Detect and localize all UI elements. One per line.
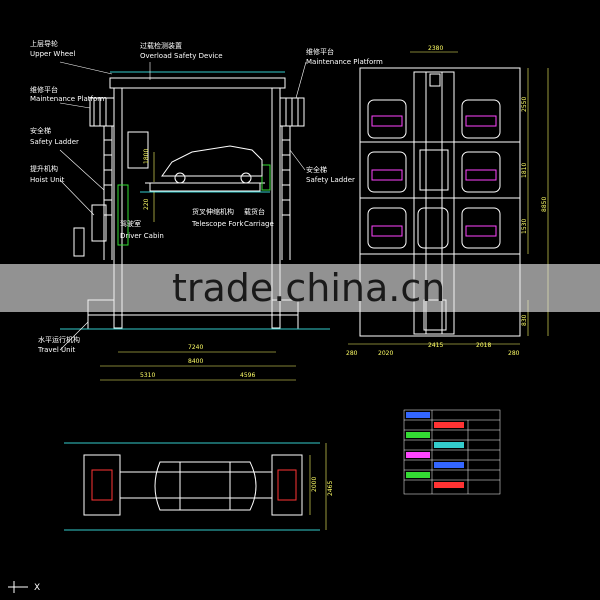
label-ladder-left-cn: 安全梯 <box>30 126 51 135</box>
dim-plan-h2: 2465 <box>327 481 334 496</box>
label-carriage-cn: 载货台 <box>244 207 265 216</box>
dim-front-v2: 220 <box>143 198 150 210</box>
label-maint-left-cn: 维修平台 <box>30 85 58 94</box>
dim-side-b2: 2020 <box>378 350 393 357</box>
dim-plan-h1: 2000 <box>311 477 318 492</box>
watermark-band: trade.china.cn <box>0 264 600 312</box>
right-guide <box>261 164 271 191</box>
plan-right-end <box>271 454 303 516</box>
dim-side-h2: 1810 <box>521 163 528 178</box>
label-hoist-cn: 提升机构 <box>30 164 58 173</box>
label-travel-en: Travel Unit <box>37 346 76 354</box>
label-fork-cn: 货叉伸缩机构 <box>192 207 234 216</box>
dim-front-left: 5310 <box>140 372 155 379</box>
dim-side-total: 8850 <box>541 197 548 212</box>
front-labels: 上层导轮 Upper Wheel 过载检测装置 Overload Safety … <box>30 39 383 354</box>
rack-frame <box>359 67 521 337</box>
spec-table <box>403 409 501 495</box>
watermark-text: trade.china.cn <box>172 266 446 310</box>
left-maintenance-platform <box>89 97 115 127</box>
right-safety-ladder <box>281 126 291 260</box>
label-ladder-left-en: Safety Ladder <box>30 138 79 146</box>
label-overload-en: Overload Safety Device <box>140 52 223 60</box>
label-hoist-en: Hoist Unit <box>30 176 65 184</box>
driver-cabin <box>117 184 129 246</box>
plan-right-wheel <box>277 469 297 501</box>
label-overload-cn: 过载检测装置 <box>140 41 182 50</box>
label-maint-left-en: Maintenance Platform <box>30 95 107 103</box>
plan-view <box>64 442 320 531</box>
top-trolley <box>429 73 441 87</box>
plan-dimensions <box>309 443 327 530</box>
dim-side-b1: 280 <box>346 350 358 357</box>
label-maint-right-cn: 维修平台 <box>306 47 334 56</box>
plan-beam <box>119 471 273 499</box>
label-upper-wheel-cn: 上层导轮 <box>30 39 58 48</box>
car-silhouette <box>161 145 263 177</box>
label-maint-right-en: Maintenance Platform <box>306 58 383 66</box>
hoist-unit <box>91 204 107 242</box>
top-beam <box>109 77 286 89</box>
overload-device-box <box>127 131 149 169</box>
left-mast <box>113 87 123 329</box>
dim-side-top: 2380 <box>428 45 443 52</box>
dim-front-v1: 1800 <box>143 149 150 164</box>
label-travel-cn: 水平运行机构 <box>38 335 80 344</box>
hoist-motor <box>73 227 85 257</box>
front-dimensions <box>100 152 296 381</box>
travel-unit-beam <box>87 314 299 330</box>
plan-left-end <box>83 454 121 516</box>
label-cabin-cn: 驾驶室 <box>120 219 141 228</box>
dim-front-inner: 7240 <box>188 344 203 351</box>
right-mast <box>271 87 281 329</box>
plan-car <box>154 461 257 511</box>
center-aisle <box>413 71 455 335</box>
leader-lines <box>59 61 307 351</box>
label-upper-wheel-en: Upper Wheel <box>30 50 75 58</box>
dim-side-h4: 830 <box>521 314 528 326</box>
front-elevation <box>60 71 330 330</box>
axis-indicator <box>8 581 28 593</box>
plan-left-wheel <box>91 469 113 501</box>
rack-cars <box>367 99 501 249</box>
dim-front-right: 4596 <box>240 372 255 379</box>
dim-front-total: 8400 <box>188 358 203 365</box>
label-cabin-en: Driver Cabin <box>120 232 164 240</box>
dim-side-b4: 2018 <box>476 342 491 349</box>
dim-side-b3: 2415 <box>428 342 443 349</box>
carriage-platform <box>149 182 261 192</box>
axis-x-label: X <box>34 583 40 593</box>
label-fork-en: Telescope Fork <box>191 220 244 228</box>
dim-side-b5: 280 <box>508 350 520 357</box>
left-safety-ladder <box>103 126 113 260</box>
dim-side-h3: 1530 <box>521 219 528 234</box>
label-carriage-en: Carriage <box>244 220 274 228</box>
label-ladder-right-en: Safety Ladder <box>306 176 355 184</box>
label-ladder-right-cn: 安全梯 <box>306 165 327 174</box>
side-carriage <box>419 149 449 191</box>
dim-side-h1: 2550 <box>521 97 528 112</box>
